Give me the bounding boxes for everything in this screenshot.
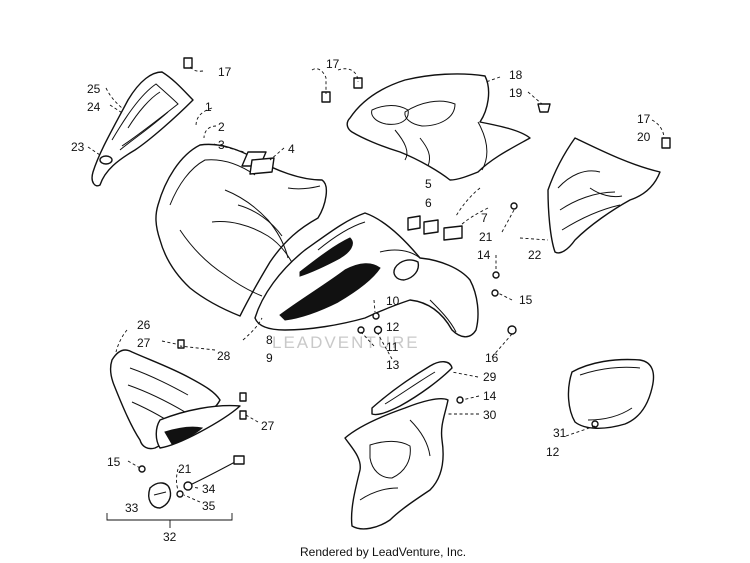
callout-label: 6 <box>425 196 432 210</box>
leader-lines <box>87 65 665 503</box>
callout-label: 21 <box>479 230 493 244</box>
bracket-part <box>148 482 172 509</box>
callout-label: 24 <box>87 100 101 114</box>
callout-label: 14 <box>483 389 497 403</box>
rear-fender-part <box>346 73 531 181</box>
callout-label: 12 <box>546 445 560 459</box>
callout-label: 27 <box>261 419 275 433</box>
callout-label: 19 <box>509 86 523 100</box>
callout-label: 23 <box>71 140 85 154</box>
callout-label: 28 <box>217 349 231 363</box>
front-fender-hood-part <box>155 143 328 317</box>
wire-harness-part <box>183 455 245 491</box>
callout-label: 27 <box>137 336 151 350</box>
group-bracket-32 <box>106 513 233 528</box>
callout-label: 35 <box>202 499 216 513</box>
callout-label: 7 <box>481 211 488 225</box>
callout-label: 8 <box>266 333 273 347</box>
callout-label: 12 <box>386 320 400 334</box>
callout-label: 26 <box>137 318 151 332</box>
front-nose-part <box>254 212 479 338</box>
side-cover-part <box>567 358 655 429</box>
callout-label: 34 <box>202 482 216 496</box>
fastener-hardware <box>138 57 671 498</box>
callout-label: 21 <box>178 462 192 476</box>
callout-label: 17 <box>637 112 651 126</box>
front-grille-part <box>109 349 241 450</box>
callout-label: 29 <box>483 370 497 384</box>
watermark-text: LEADVENTURE <box>272 333 420 352</box>
callout-label: 11 <box>386 340 399 354</box>
front-top-cover-part <box>91 71 194 187</box>
footer-credit: Rendered by LeadVenture, Inc. <box>300 545 466 559</box>
callout-label: 1 <box>205 100 212 114</box>
callout-label: 31 <box>553 426 567 440</box>
callout-label: 25 <box>87 82 101 96</box>
callout-label: 2 <box>218 120 225 134</box>
callout-label: 22 <box>528 248 542 262</box>
callout-label: 5 <box>425 177 432 191</box>
callout-label: 20 <box>637 130 651 144</box>
callout-label: 14 <box>477 248 491 262</box>
callout-label: 15 <box>107 455 121 469</box>
inner-splash-panel-part <box>344 398 449 530</box>
heat-shield-plate-part <box>371 361 453 416</box>
callout-label: 33 <box>125 501 139 515</box>
callout-label: 13 <box>386 358 400 372</box>
callout-numbers: 1 2 3 4 5 6 7 8 9 10 11 12 12 13 14 14 1… <box>71 57 651 544</box>
callout-label: 4 <box>288 142 295 156</box>
callout-label: 17 <box>218 65 232 79</box>
callout-label: 9 <box>266 351 273 365</box>
callout-label: 16 <box>485 351 499 365</box>
callout-label: 18 <box>509 68 523 82</box>
callout-label: 3 <box>218 138 225 152</box>
callout-label: 10 <box>386 294 400 308</box>
callout-label: 30 <box>483 408 497 422</box>
decal-pieces <box>241 151 463 241</box>
callout-label: 17 <box>326 57 340 71</box>
callout-label: 32 <box>163 530 177 544</box>
callout-label: 15 <box>519 293 533 307</box>
side-panel-part <box>547 137 661 254</box>
